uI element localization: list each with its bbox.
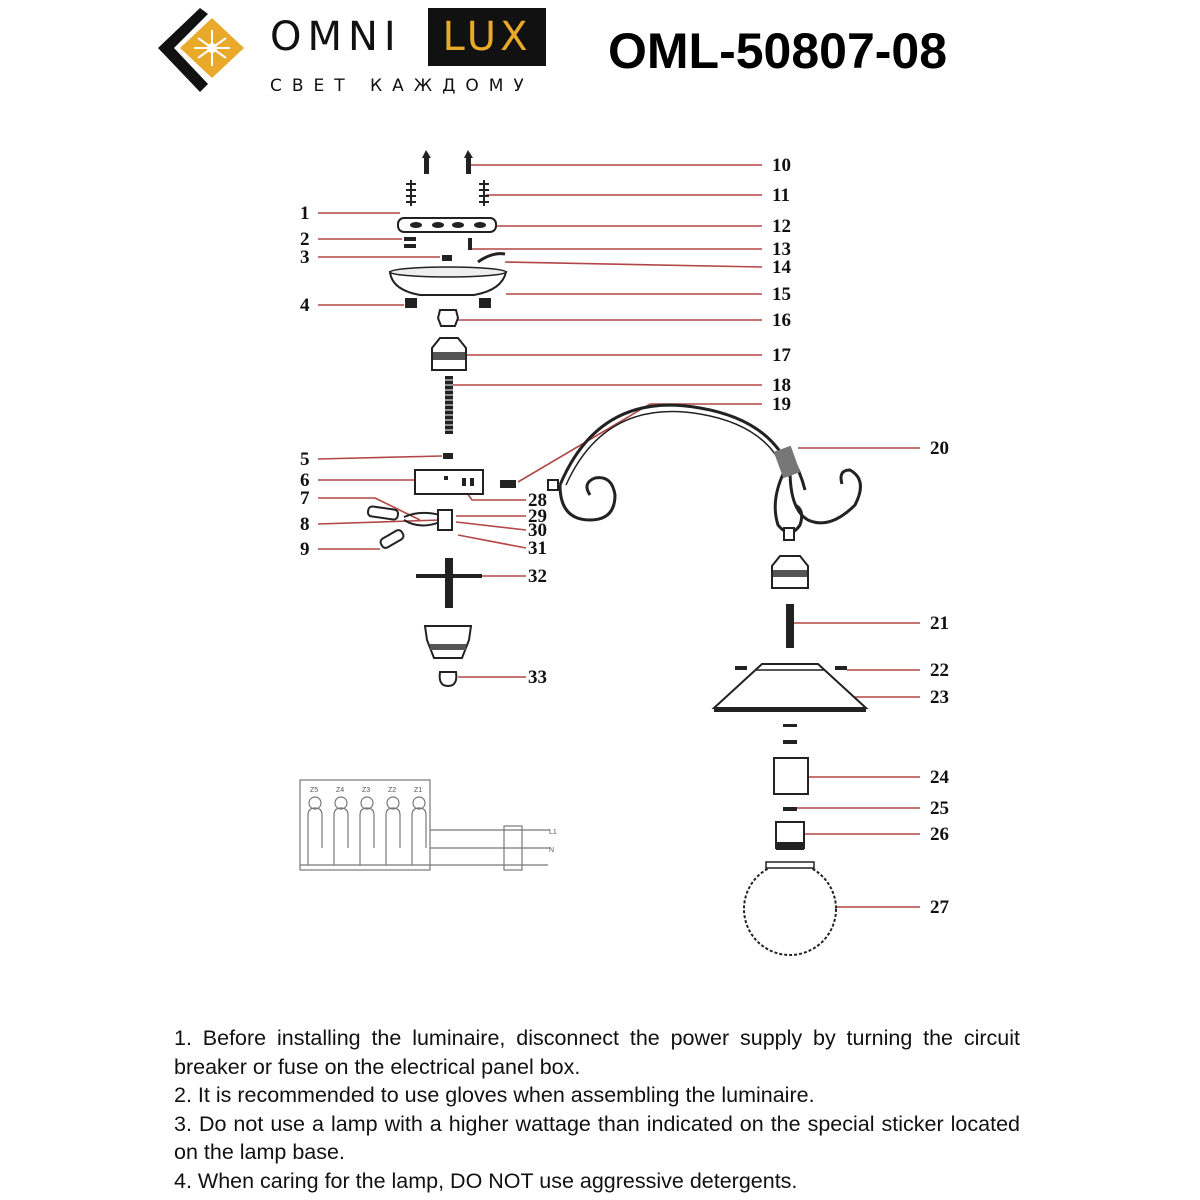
- part-number-label: 31: [528, 538, 547, 559]
- part-number-label: 25: [930, 798, 949, 819]
- leader-line: [504, 261, 763, 268]
- terminal-label: Z5: [310, 787, 318, 794]
- part-number-label: 18: [772, 375, 791, 396]
- bulb-symbol: [334, 796, 348, 810]
- junction-box-part: [414, 469, 484, 495]
- part-number-label: 32: [528, 566, 547, 587]
- bulb-symbol: [308, 796, 322, 810]
- part-number-label: 28: [528, 490, 547, 511]
- ground-wire-part: [477, 252, 506, 264]
- bulb-symbol: [360, 796, 374, 810]
- glass-globe-part: [743, 861, 837, 956]
- terminal-block-part: [500, 480, 516, 488]
- socket-ring-part: [783, 724, 797, 744]
- arm-cup-part: [771, 555, 809, 589]
- ring-part: [783, 807, 797, 811]
- line-label: N: [549, 847, 554, 854]
- socket-holder-part: [773, 757, 809, 795]
- bulb-symbol: [412, 796, 426, 810]
- part-number-label: 24: [930, 767, 950, 788]
- instruction-item: 2. It is recommended to use gloves when …: [174, 1083, 815, 1107]
- leader-line: [317, 519, 441, 525]
- arm-clamp-part: [773, 445, 801, 479]
- brand-tagline: СВЕТ КАЖДОМУ: [270, 76, 534, 96]
- part-number-label: 17: [772, 345, 792, 366]
- nut-part: [436, 309, 460, 327]
- leader-line: [318, 497, 421, 521]
- lock-nut-part: [443, 453, 453, 459]
- part-number-label: 16: [772, 310, 791, 331]
- screw-part: [422, 150, 473, 174]
- line-label: L1: [549, 829, 557, 836]
- canopy-nut-part: [405, 298, 491, 308]
- part-number-label: 22: [930, 660, 949, 681]
- part-number-label: 6: [300, 470, 310, 491]
- instruction-item: 1. Before installing the luminaire, disc…: [174, 1026, 1020, 1079]
- washer-part: [404, 237, 472, 261]
- part-number-label: 3: [300, 247, 310, 268]
- wire-connector-part: [366, 505, 453, 549]
- part-number-label: 20: [930, 438, 949, 459]
- leader-line: [457, 534, 527, 549]
- omnilux-logo-mark: [158, 8, 244, 92]
- part-number-label: 8: [300, 514, 310, 535]
- part-number-label: 19: [772, 394, 791, 415]
- part-number-label: 21: [930, 613, 949, 634]
- part-number-label: 26: [930, 824, 949, 845]
- terminal-label: Z3: [362, 787, 370, 794]
- part-number-label: 5: [300, 449, 310, 470]
- instruction-item: 4. When caring for the lamp, DO NOT use …: [174, 1168, 798, 1193]
- bottom-cup-part: [423, 625, 473, 659]
- leader-lines: [317, 164, 920, 908]
- part-number-label: 10: [772, 155, 791, 176]
- part-number-label: 11: [772, 185, 790, 206]
- bolt-part: [406, 180, 489, 206]
- threaded-rod-part: [445, 376, 453, 434]
- shade-screw-part: [735, 666, 847, 670]
- washer-plate-part: [416, 558, 482, 608]
- instruction-item: 3. Do not use a lamp with a higher watta…: [174, 1111, 1020, 1165]
- terminal-label: Z2: [388, 787, 396, 794]
- part-number-label: 4: [300, 295, 310, 316]
- part-number-label: 9: [300, 539, 310, 560]
- lamp-shade-part: [711, 663, 869, 712]
- brand-name-accent: LUX: [428, 8, 546, 66]
- part-number-label: 12: [772, 216, 791, 237]
- threaded-tube-part: [786, 604, 794, 648]
- canopy-part: [388, 271, 508, 296]
- model-number: OML-50807-08: [608, 23, 948, 79]
- part-number-label: 2: [300, 229, 310, 250]
- part-number-label: 29: [528, 506, 547, 527]
- part-number-label: 33: [528, 667, 547, 688]
- arm-end-part: [547, 479, 559, 491]
- finial-part: [438, 671, 458, 688]
- brand-name: OMNI: [270, 14, 402, 60]
- decorative-cup-part: [431, 337, 467, 371]
- arm-mount-part: [783, 527, 795, 541]
- leader-line: [317, 455, 443, 460]
- leader-line: [455, 521, 527, 531]
- part-number-label: 15: [772, 284, 791, 305]
- part-number-label: 23: [930, 687, 949, 708]
- part-number-label: 30: [528, 520, 547, 541]
- mounting-bracket-part: [397, 217, 497, 233]
- part-number-label: 14: [772, 257, 792, 278]
- curved-arm-part: [558, 403, 862, 534]
- part-number-label: 27: [930, 897, 950, 918]
- terminal-label: Z4: [336, 787, 344, 794]
- part-number-label: 1: [300, 203, 310, 224]
- wiring-schematic: [299, 779, 550, 871]
- part-number-label: 7: [300, 488, 310, 509]
- lamp-socket-part: [775, 821, 805, 850]
- leader-line: [517, 403, 762, 483]
- bulb-symbol: [386, 796, 400, 810]
- safety-instructions: 1. Before installing the luminaire, disc…: [174, 1024, 1020, 1195]
- terminal-label: Z1: [414, 787, 422, 794]
- part-number-label: 13: [772, 239, 791, 260]
